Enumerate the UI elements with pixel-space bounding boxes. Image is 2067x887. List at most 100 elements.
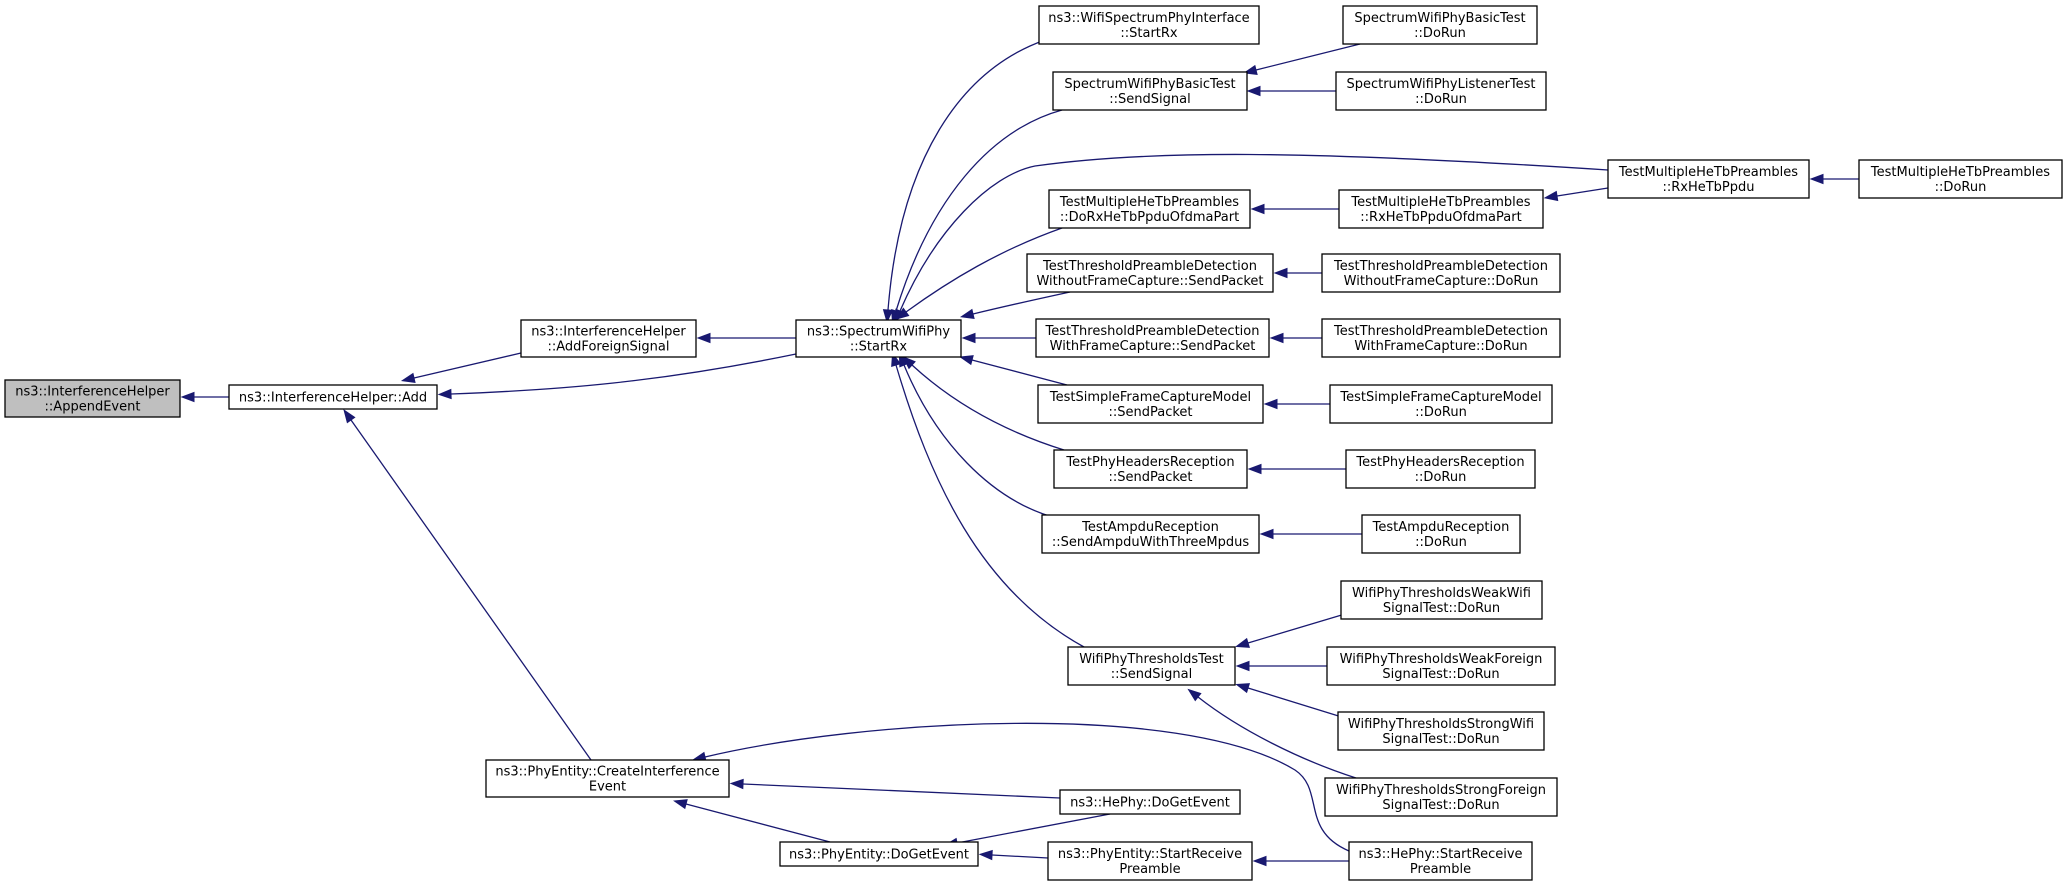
call-edge-tphr_dorun-to-tphr_send [1247,463,1346,475]
node-label-line: Preamble [1410,862,1471,877]
node-label-line: ::AppendEvent [45,400,141,415]
node-label-line: TestSimpleFrameCaptureModel [1049,390,1251,405]
arrowhead [959,308,975,319]
node-label-line: ns3::InterferenceHelper [15,385,170,400]
node-tphr-send[interactable]: TestPhyHeadersReception::SendPacket [1053,449,1248,489]
call-edge-tmhtp_dorxofdma-to-swp_startrx [895,227,1063,320]
node-wspi-startrx[interactable]: ns3::WifiSpectrumPhyInterface::StartRx [1038,5,1260,45]
node-tsfcm-dorun[interactable]: TestSimpleFrameCaptureModel::DoRun [1329,384,1553,424]
arrowhead [400,372,416,383]
node-box [1361,514,1521,554]
arrowhead [1235,637,1250,648]
edge-line [905,227,1063,313]
node-wpt-weakforeign[interactable]: WifiPhyThresholdsWeakForeignSignalTest::… [1326,646,1556,686]
edge-line [899,153,1609,312]
edge-line [991,854,1049,859]
call-edge-pe_startrecv-to-pe_dogetevent [978,849,1049,861]
node-wptt-sendsignal[interactable]: WifiPhyThresholdsTest::SendSignal [1067,646,1236,686]
node-label-line: ::SendPacket [1108,405,1192,420]
arrowhead [1246,85,1261,97]
node-tmhtp-dorun[interactable]: TestMultipleHeTbPreambles::DoRun [1858,159,2063,199]
call-edge-wpt_strongwifi-to-wptt_sendsignal [1235,683,1346,719]
node-tpd-wo-send[interactable]: TestThresholdPreambleDetectionWithoutFra… [1026,253,1274,293]
arrowhead [673,799,688,810]
node-wpt-weakwifi[interactable]: WifiPhyThresholdsWeakWifiSignalTest::DoR… [1340,580,1543,620]
node-box [1324,777,1558,817]
node-box [4,379,181,418]
node-box [1340,580,1543,620]
edge-line [1247,687,1346,719]
edge-line [903,364,1057,519]
call-edge-swpbt_dorun-to-swpbt_sendsignal [1242,43,1361,75]
node-box [1035,318,1270,358]
arrowhead [1263,398,1278,410]
node-swp-startrx[interactable]: ns3::SpectrumWifiPhy::StartRx [795,319,962,358]
node-label-line: ::SendPacket [1108,470,1192,485]
node-label-line: ::SendSignal [1111,667,1192,682]
arrowhead [1809,173,1824,185]
call-edge-pe_dogetevent-to-pe_create [673,799,831,843]
call-edge-wpt_strongforeign-to-wptt_sendsignal [1187,688,1357,779]
node-swpbt-dorun[interactable]: SpectrumWifiPhyBasicTest::DoRun [1342,5,1538,45]
call-edge-tpd_wo_dorun-to-tpd_wo_send [1273,267,1322,279]
node-wpt-strongwifi[interactable]: WifiPhyThresholdsStrongWifiSignalTest::D… [1337,711,1545,751]
node-pe-dogetevent[interactable]: ns3::PhyEntity::DoGetEvent [779,841,979,867]
node-label-line: SpectrumWifiPhyBasicTest [1354,11,1525,26]
node-box [1053,449,1248,489]
node-tpd-w-send[interactable]: TestThresholdPreambleDetectionWithFrameC… [1035,318,1270,358]
node-tar-send[interactable]: TestAmpduReception::SendAmpduWithThreeMp… [1041,514,1260,554]
node-box [1041,514,1260,554]
node-box [1337,711,1545,751]
node-label-line: ns3::InterferenceHelper [531,325,686,340]
node-tmhtp-dorxofdma[interactable]: TestMultipleHeTbPreambles::DoRxHeTbPpduO… [1048,189,1251,229]
node-label-line: ns3::PhyEntity::DoGetEvent [789,848,969,863]
edge-line [1255,43,1361,71]
call-edge-tsfcm_dorun-to-tsfcm_send [1263,398,1330,410]
node-hephy-dogetevent[interactable]: ns3::HePhy::DoGetEvent [1059,789,1241,815]
node-tmhtp-rxofdma[interactable]: TestMultipleHeTbPreambles::RxHeTbPpduOfd… [1338,189,1544,229]
call-edge-hephy_startrecv-to-pe_startrecv [1252,855,1349,867]
node-label-line: SignalTest::DoRun [1382,732,1499,747]
node-tpd-wo-dorun[interactable]: TestThresholdPreambleDetectionWithoutFra… [1321,253,1561,293]
node-wpt-strongforeign[interactable]: WifiPhyThresholdsStrongForeignSignalTest… [1324,777,1558,817]
arrowhead [959,355,974,366]
arrowhead [1273,267,1288,279]
node-add-foreign-signal[interactable]: ns3::InterferenceHelper::AddForeignSigna… [520,319,697,358]
node-tpd-w-dorun[interactable]: TestThresholdPreambleDetectionWithFrameC… [1321,318,1561,358]
node-label-line: TestThresholdPreambleDetection [1333,259,1548,274]
node-tsfcm-send[interactable]: TestSimpleFrameCaptureModel::SendPacket [1037,384,1264,424]
arrowhead [961,332,976,344]
edge-line [972,291,1071,315]
node-swpbt-sendsignal[interactable]: SpectrumWifiPhyBasicTest::SendSignal [1052,71,1248,111]
node-tar-dorun[interactable]: TestAmpduReception::DoRun [1361,514,1521,554]
node-label-line: ns3::HePhy::StartReceive [1358,847,1522,862]
node-ih-add[interactable]: ns3::InterferenceHelper::Add [228,384,438,410]
node-swplt-dorun[interactable]: SpectrumWifiPhyListenerTest::DoRun [1335,71,1547,111]
node-label-line: ns3::WifiSpectrumPhyInterface [1048,11,1249,26]
call-edge-add_foreign_signal-to-ih_add [400,352,522,383]
call-edges [180,39,1859,867]
arrowhead [180,391,195,403]
node-box [1348,841,1533,881]
node-label-line: WithoutFrameCapture::DoRun [1344,274,1539,289]
call-edge-tsfcm_send-to-swp_startrx [959,355,1068,386]
node-tmhtp-rxhetbppdu[interactable]: TestMultipleHeTbPreambles::RxHeTbPpdu [1607,159,1810,199]
arrowhead [437,388,452,400]
node-label-line: TestAmpduReception [1372,520,1510,535]
node-box [1026,253,1274,293]
node-label-line: Preamble [1119,862,1180,877]
node-label-line: SignalTest::DoRun [1382,667,1499,682]
call-edge-pe_create-to-ih_add [343,409,592,761]
node-append-event[interactable]: ns3::InterferenceHelper::AppendEvent [4,379,181,418]
edge-line [685,803,831,843]
call-edge-wspi_startrx-to-swp_startrx [882,39,1046,324]
node-tphr-dorun[interactable]: TestPhyHeadersReception::DoRun [1345,449,1536,489]
node-box [1326,646,1556,686]
edge-line [742,783,1061,799]
node-box [1038,5,1260,45]
node-label-line: ::RxHeTbPpdu [1662,180,1754,195]
node-label-line: TestPhyHeadersReception [1355,455,1524,470]
